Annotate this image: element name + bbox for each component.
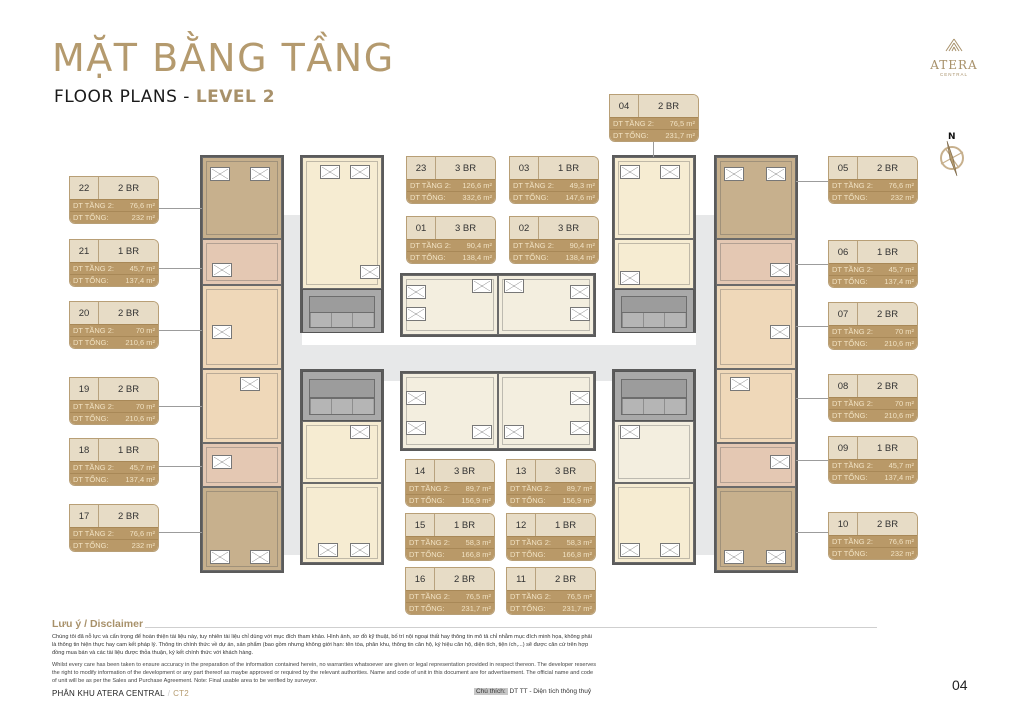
core-sw [302, 371, 382, 421]
atera-logo: ATERA CENTRAL [926, 38, 982, 77]
unit-19-plan[interactable] [202, 369, 282, 443]
unit-08-plan[interactable] [716, 369, 796, 443]
logo-sub: CENTRAL [939, 72, 968, 77]
corridor-right [696, 215, 714, 555]
floor-plan [200, 155, 798, 573]
zone-label: PHÂN KHU ATERA CENTRAL/CT2 [52, 689, 189, 698]
core-nw [302, 289, 382, 333]
unit-14-plan[interactable] [302, 421, 382, 483]
unit-15-plan[interactable] [302, 483, 382, 563]
divider [145, 627, 877, 628]
unit-21-plan[interactable] [202, 239, 282, 285]
corridor-left [282, 215, 302, 555]
page-number: 04 [952, 677, 968, 693]
logo-name: ATERA [930, 58, 978, 72]
level-label: LEVEL 2 [195, 87, 276, 107]
unit-06-plan[interactable] [716, 239, 796, 285]
page-title: MẶT BẰNG TẦNG [52, 36, 395, 80]
building-code: CT2 [173, 689, 189, 698]
core-se [614, 371, 694, 421]
legend-note: Chú thích: DT TT - Diện tích thông thuỷ [474, 688, 592, 695]
logo-mark-icon [945, 38, 963, 52]
svg-text:N: N [948, 132, 956, 142]
right-center-block-south [612, 369, 696, 565]
page-subtitle: FLOOR PLANS - LEVEL 2 [54, 87, 275, 107]
disclaimer-text-vn: Chúng tôi đã nỗ lực và cẩn trọng để hoàn… [52, 634, 592, 657]
left-center-block-south [300, 369, 384, 565]
right-wing [714, 155, 798, 573]
center-south [400, 371, 596, 451]
disclaimer-text-en: Whilst every care has been taken to ensu… [52, 662, 597, 685]
center-north [400, 273, 596, 337]
core-ne [614, 289, 694, 333]
left-wing [200, 155, 284, 573]
compass-icon: N [934, 130, 970, 180]
subtitle-prefix: FLOOR PLANS - [54, 87, 196, 107]
disclaimer-title: Lưu ý / Disclaimer [52, 618, 144, 630]
